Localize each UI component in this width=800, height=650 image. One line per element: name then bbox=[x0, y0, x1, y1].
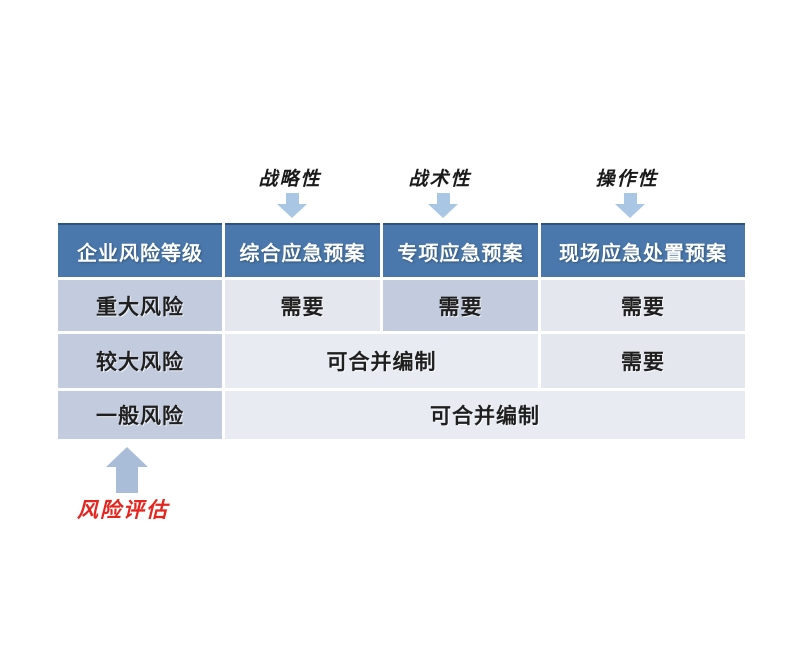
cell-major-comprehensive: 需要 bbox=[225, 280, 380, 331]
label-operational: 操作性 bbox=[595, 168, 659, 190]
down-arrow-icon-strategic bbox=[277, 193, 307, 218]
label-tactical: 战术性 bbox=[408, 168, 472, 190]
header-cell-comprehensive-plan: 综合应急预案 bbox=[225, 223, 380, 277]
header-cell-risk-level: 企业风险等级 bbox=[58, 223, 222, 277]
cell-major-special: 需要 bbox=[383, 280, 538, 331]
header-cell-special-plan: 专项应急预案 bbox=[383, 223, 538, 277]
up-arrow-stem bbox=[116, 467, 138, 493]
label-strategic: 战略性 bbox=[258, 168, 322, 190]
up-arrow-icon-risk-assessment bbox=[106, 447, 148, 493]
down-arrow-stem bbox=[285, 193, 299, 204]
cell-general-merged: 可合并编制 bbox=[225, 391, 745, 439]
cell-larger-onsite: 需要 bbox=[541, 334, 745, 388]
down-arrow-icon-tactical bbox=[428, 193, 458, 218]
header-cell-onsite-plan: 现场应急处置预案 bbox=[541, 223, 745, 277]
risk-assessment-label: 风险评估 bbox=[77, 497, 169, 522]
cell-larger-merged: 可合并编制 bbox=[225, 334, 538, 388]
cell-general-risk-level: 一般风险 bbox=[58, 391, 222, 439]
risk-plan-table: 企业风险等级 综合应急预案 专项应急预案 现场应急处置预案 重大风险 需要 需要… bbox=[58, 223, 745, 439]
down-arrow-stem bbox=[623, 193, 637, 204]
down-arrow-head bbox=[615, 204, 645, 218]
down-arrow-icon-operational bbox=[615, 193, 645, 218]
down-arrow-head bbox=[428, 204, 458, 218]
cell-major-onsite: 需要 bbox=[541, 280, 745, 331]
down-arrow-stem bbox=[436, 193, 450, 204]
cell-larger-risk-level: 较大风险 bbox=[58, 334, 222, 388]
down-arrow-head bbox=[277, 204, 307, 218]
cell-major-risk-level: 重大风险 bbox=[58, 280, 222, 331]
up-arrow-head bbox=[106, 447, 148, 467]
